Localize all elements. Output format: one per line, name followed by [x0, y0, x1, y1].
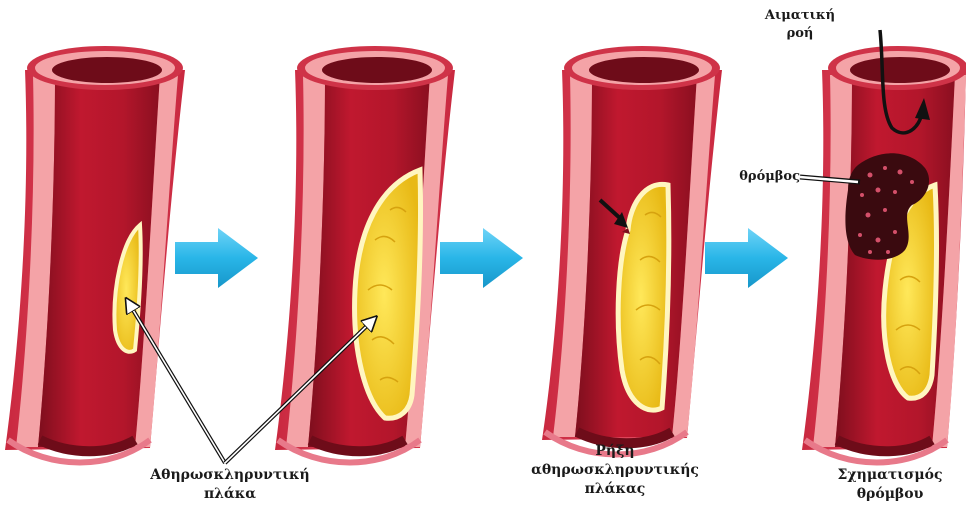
blood-flow-line-2: ροή [740, 25, 860, 43]
vessel-2 [275, 46, 455, 463]
vessel-1 [5, 46, 185, 463]
stage-arrow-3 [705, 228, 788, 288]
vessel-4 [800, 30, 966, 463]
thrombus-formation-line-2: θρόμβου [815, 485, 965, 504]
blood-flow-label: Αιματική ροή [740, 7, 860, 42]
rupture-label-line-3: πλάκας [500, 480, 730, 499]
rupture-label-line-2: αθηρωσκληρυντικής [500, 461, 730, 480]
plaque-label: Αθηρωσκληρυντική πλάκα [115, 466, 345, 504]
thrombus-label: θρόμβος [700, 168, 800, 186]
thrombus-formation-label: Σχηματισμός θρόμβου [815, 466, 965, 504]
blood-flow-line-1: Αιματική [740, 7, 860, 25]
rupture-label: Ρήξη αθηρωσκληρυντικής πλάκας [500, 442, 730, 499]
thrombus-formation-line-1: Σχηματισμός [815, 466, 965, 485]
vessel-3 [542, 46, 722, 455]
plaque-label-line-2: πλάκα [115, 485, 345, 504]
right-arrow-icon [705, 228, 788, 288]
right-arrow-icon [175, 228, 258, 288]
plaque-label-line-1: Αθηρωσκληρυντική [115, 466, 345, 485]
right-arrow-icon [440, 228, 523, 288]
stage-arrow-1 [175, 228, 258, 288]
stage-arrow-2 [440, 228, 523, 288]
rupture-label-line-1: Ρήξη [500, 442, 730, 461]
